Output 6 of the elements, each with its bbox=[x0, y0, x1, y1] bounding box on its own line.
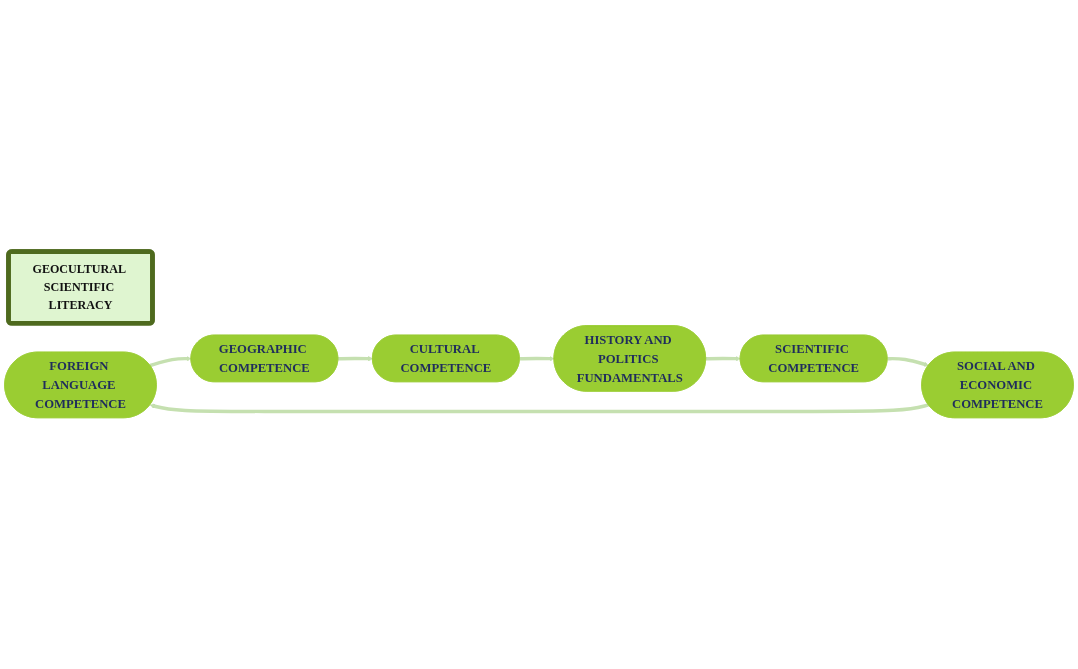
arrow bbox=[519, 355, 555, 361]
arrow bbox=[338, 355, 373, 361]
arrow bbox=[149, 355, 192, 367]
arrow bbox=[887, 356, 929, 367]
arrow bbox=[149, 403, 929, 413]
arrow bbox=[705, 355, 741, 361]
